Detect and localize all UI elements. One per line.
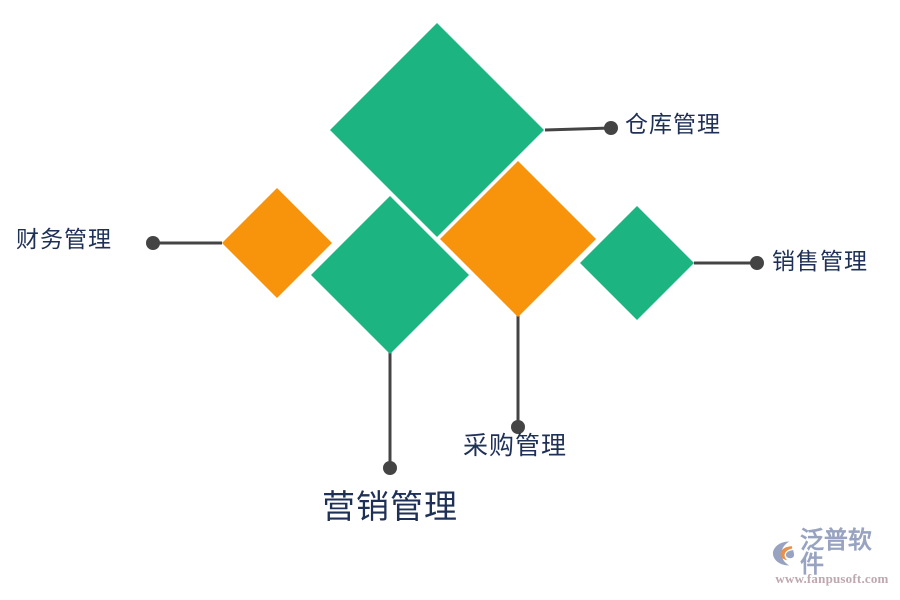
watermark-url-text: www.fanpusoft.com	[775, 571, 889, 586]
connector-dot-finance	[146, 236, 160, 250]
node-label-sales[interactable]: 销售管理	[772, 249, 868, 274]
node-label-warehouse[interactable]: 仓库管理	[625, 112, 721, 137]
connector-dot-marketing	[383, 461, 397, 475]
watermark: 泛普软件 www.fanpusoft.com	[772, 529, 892, 590]
node-label-purchase[interactable]: 采购管理	[463, 433, 568, 460]
watermark-logo-row: 泛普软件	[772, 529, 892, 577]
watermark-brand-text: 泛普软件	[799, 527, 872, 578]
connector-dot-purchase	[511, 420, 525, 434]
connector-line-warehouse	[544, 126, 612, 132]
connector-dots	[146, 121, 764, 475]
connector-dot-warehouse	[604, 121, 618, 135]
diamond-sales[interactable]	[580, 206, 694, 320]
fanpu-logo-icon	[772, 541, 795, 566]
diamond-finance[interactable]	[222, 188, 332, 298]
node-label-finance[interactable]: 财务管理	[16, 227, 112, 252]
node-label-marketing[interactable]: 营销管理	[322, 490, 458, 526]
diamond-purchase[interactable]	[440, 161, 596, 317]
diagram-diamonds	[222, 23, 694, 354]
connector-dot-sales	[750, 256, 764, 270]
diamond-warehouse[interactable]	[330, 23, 544, 237]
diamond-marketing[interactable]	[311, 196, 469, 354]
